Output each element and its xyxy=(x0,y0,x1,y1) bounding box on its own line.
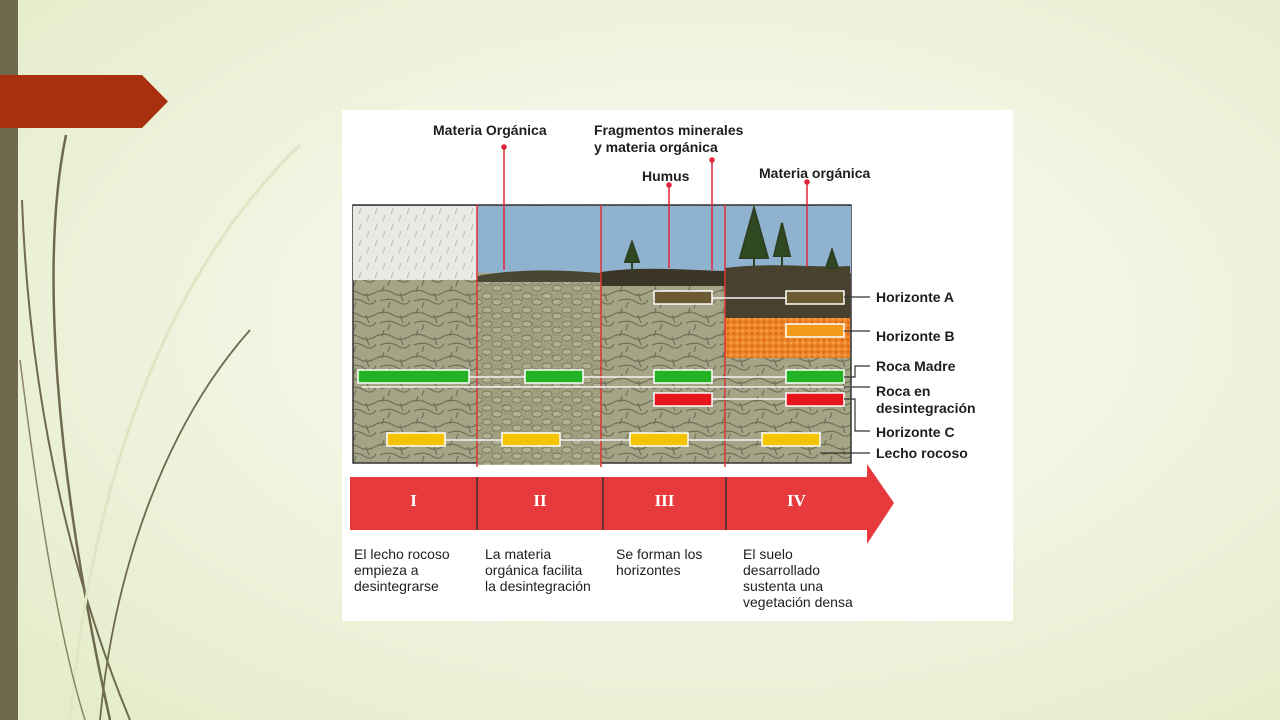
stage-caption-1: El lecho rocoso empieza a desintegrarse xyxy=(354,546,450,594)
stage-numeral-2: II xyxy=(533,491,547,510)
soil-formation-diagram: Materia Orgánica Fragmentos minerales y … xyxy=(342,110,1013,621)
decorative-swooshes xyxy=(19,134,302,720)
diagram-artwork xyxy=(350,144,894,544)
label-fragmentos-line2: y materia orgánica xyxy=(594,139,718,155)
stage-caption-3: Se forman los horizontes xyxy=(616,546,703,578)
label-materia-organica-1: Materia Orgánica xyxy=(433,122,547,138)
legend-horizonte-b: Horizonte B xyxy=(876,328,955,344)
legend-roca-en: Roca en xyxy=(876,383,931,399)
stage-caption-4: El suelo desarrollado sustenta una veget… xyxy=(743,546,853,610)
sidebar-strip xyxy=(0,0,18,720)
label-materia-organica-2: Materia orgánica xyxy=(759,165,871,181)
legend-horizonte-c: Horizonte C xyxy=(876,424,955,440)
legend-horizonte-a: Horizonte A xyxy=(876,289,955,305)
label-fragmentos-line1: Fragmentos minerales xyxy=(594,122,744,138)
legend-lecho-rocoso: Lecho rocoso xyxy=(876,445,968,461)
legend-desintegracion: desintegración xyxy=(876,400,976,416)
stage-numeral-1: I xyxy=(410,491,417,510)
title-accent-tab xyxy=(0,75,168,128)
label-humus: Humus xyxy=(642,168,690,184)
stage-caption-2: La materia orgánica facilita la desinteg… xyxy=(485,546,591,594)
stage-numeral-3: III xyxy=(654,491,675,510)
legend-roca-madre: Roca Madre xyxy=(876,358,956,374)
stage-numeral-4: IV xyxy=(787,491,806,510)
